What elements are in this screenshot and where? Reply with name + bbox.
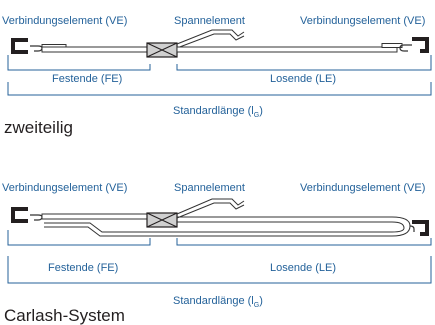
left-end-fitting-icon [11, 207, 28, 223]
festende-label: Festende (FE) [48, 262, 118, 274]
right-loop [391, 216, 411, 237]
right-end-fitting-icon [412, 37, 429, 53]
ve-right-label: Verbindungselement (VE) [300, 15, 425, 27]
losende-label: Losende (LE) [270, 262, 336, 274]
caption-zweiteilig: zweiteilig [4, 118, 73, 137]
festende-label: Festende (FE) [52, 73, 122, 85]
ratchet-handle-icon [176, 29, 245, 45]
right-hook-icon [409, 225, 415, 232]
losende-dimension [176, 238, 432, 246]
festende-dimension [7, 55, 151, 71]
losende-label: Losende (LE) [270, 73, 336, 85]
standardlaenge-label: Standardlänge (lG) [173, 295, 263, 309]
fixed-end-strap [41, 46, 151, 53]
loose-end-strap [176, 46, 398, 53]
ratchet-handle-inner [176, 33, 245, 49]
ratchet-cross [146, 212, 178, 228]
left-hook-icon [30, 214, 43, 221]
fixed-end-strap [41, 213, 149, 220]
spannelement-label: Spannelement [174, 182, 245, 194]
festende-dimension [7, 230, 151, 246]
ratchet-handle-icon [176, 198, 245, 215]
left-hook-icon [30, 45, 43, 52]
standardlaenge-dimension [7, 256, 432, 284]
ve-right-label: Verbindungselement (VE) [300, 182, 425, 194]
right-end-fitting-icon [412, 220, 429, 236]
standardlaenge-label: Standardlänge (lG) [173, 105, 263, 119]
right-hook-icon [399, 44, 412, 52]
ve-left-label: Verbindungselement (VE) [2, 182, 127, 194]
ve-left-label: Verbindungselement (VE) [2, 15, 127, 27]
caption-carlash-system: Carlash-System [4, 306, 125, 325]
ratchet-handle-inner [176, 202, 245, 219]
panel-zweiteilig: Verbindungselement (VE) Spannelement Ver… [2, 15, 432, 137]
standardlaenge-dimension [7, 82, 432, 96]
return-strap-lower [44, 222, 392, 233]
left-end-fitting-icon [11, 38, 28, 54]
losende-dimension [176, 55, 432, 71]
panel-carlash-system: Verbindungselement (VE) Spannelement Ver… [2, 182, 432, 325]
right-strap-stub [381, 43, 403, 48]
spannelement-label: Spannelement [174, 15, 245, 27]
ratchet-cross [146, 42, 178, 58]
right-loop-inner [391, 221, 405, 233]
return-strap-lower-edge [44, 226, 392, 237]
